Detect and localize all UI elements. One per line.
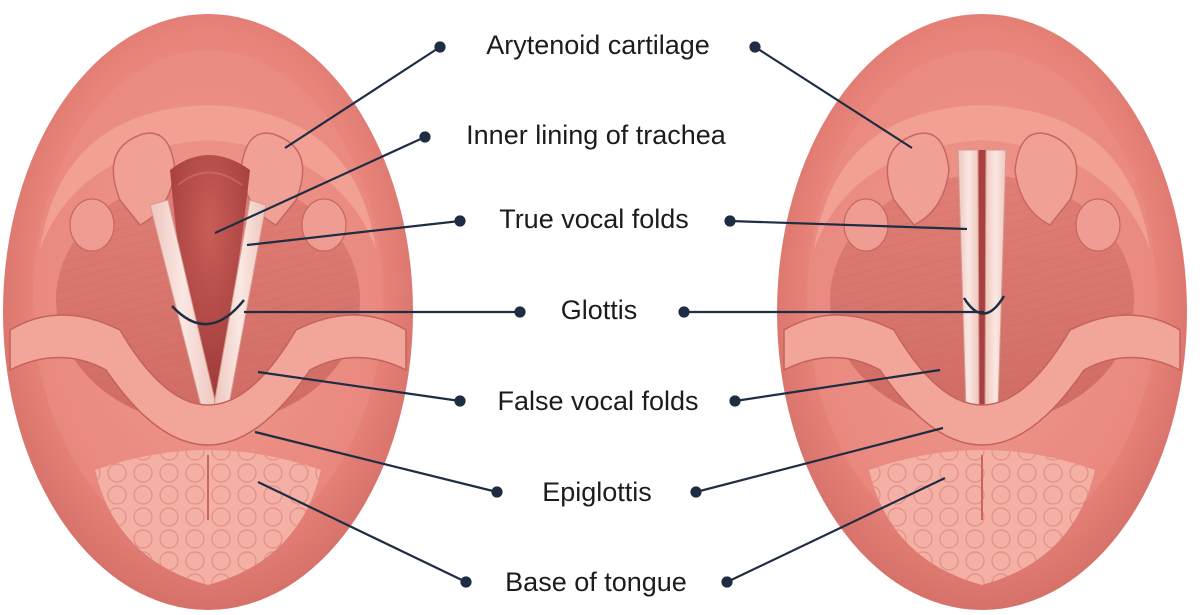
leader-trachea [214, 135, 426, 235]
leader-false-folds-left [257, 370, 461, 403]
larynx-open [3, 14, 413, 610]
label-arytenoid-cartilage: Arytenoid cartilage [486, 30, 710, 60]
epiglottis-band [783, 314, 1181, 446]
leader-dot [454, 395, 466, 407]
leader-epiglottis-left [254, 430, 498, 494]
arytenoid-left [886, 132, 950, 226]
trachea-cavity [170, 155, 250, 400]
leader-dot [460, 576, 472, 588]
leader-dot [690, 486, 702, 498]
glottic-slit [978, 150, 986, 410]
leader-dot [724, 215, 736, 227]
label-inner-lining-of-trachea: Inner lining of trachea [466, 120, 726, 150]
label-base-of-tongue: Base of tongue [505, 567, 687, 597]
leader-dot [514, 306, 526, 318]
larynx-closed [777, 14, 1187, 610]
leader-epiglottis-right [695, 426, 944, 494]
leader-dot [419, 131, 431, 143]
glottis-marker [171, 299, 245, 326]
epiglottis-band [9, 314, 407, 446]
leader-arytenoid-left [284, 46, 441, 149]
leader-tongue-left [257, 481, 467, 583]
leader-dot [491, 486, 503, 498]
leader-dot [721, 576, 733, 588]
leader-dot [678, 306, 690, 318]
label-false-vocal-folds: False vocal folds [497, 386, 699, 416]
arytenoid-right [1014, 132, 1078, 226]
leader-dot [434, 41, 446, 53]
leader-false-folds-right [734, 368, 941, 403]
label-true-vocal-folds: True vocal folds [499, 204, 689, 234]
glottis-marker [962, 295, 1006, 315]
leader-dot [454, 215, 466, 227]
leader-tongue-right [726, 477, 946, 583]
label-epiglottis: Epiglottis [542, 477, 652, 507]
label-glottis: Glottis [560, 295, 638, 325]
leader-arytenoid-right [754, 46, 913, 149]
leader-true-folds-right [729, 219, 968, 231]
leader-dot [729, 395, 741, 407]
leader-true-folds-left [246, 219, 461, 247]
leader-dot [749, 41, 761, 53]
leader-lines [214, 41, 984, 588]
